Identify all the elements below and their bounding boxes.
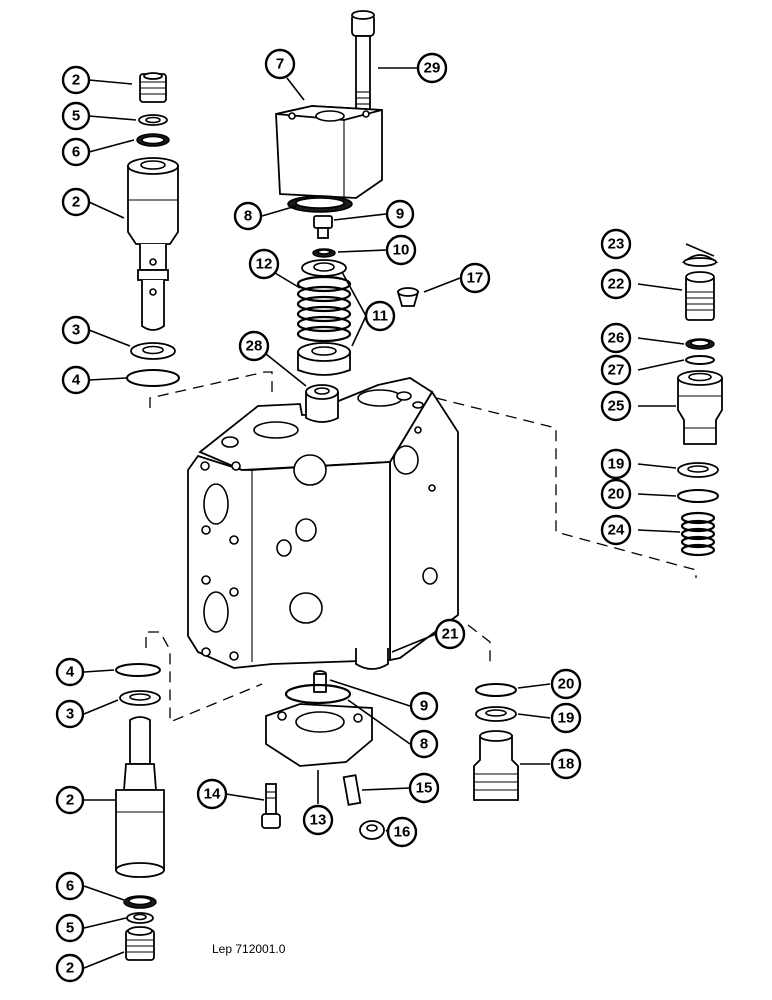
callout-17: 17 xyxy=(459,262,491,294)
right-side-parts xyxy=(677,254,723,557)
svg-text:22: 22 xyxy=(608,276,625,293)
bottom-right-parts xyxy=(473,683,519,801)
callout-21: 21 xyxy=(434,618,466,650)
svg-text:27: 27 xyxy=(608,362,625,379)
svg-text:2: 2 xyxy=(72,194,80,211)
callouts: 2 5 6 2 3 4 7 29 8 9 10 12 17 11 28 23 2… xyxy=(55,48,632,983)
callout-3: 3 xyxy=(55,699,85,729)
svg-text:29: 29 xyxy=(424,60,441,77)
svg-text:15: 15 xyxy=(416,780,433,797)
valve-body xyxy=(187,377,459,670)
callout-13: 13 xyxy=(302,804,334,836)
callout-23: 23 xyxy=(600,228,632,260)
svg-text:19: 19 xyxy=(558,710,575,727)
svg-text:5: 5 xyxy=(72,108,80,125)
callout-18: 18 xyxy=(550,748,582,780)
callout-6: 6 xyxy=(55,871,85,901)
callout-19: 19 xyxy=(600,448,632,480)
callout-29: 29 xyxy=(416,52,448,84)
svg-text:6: 6 xyxy=(66,878,74,895)
callout-2: 2 xyxy=(55,953,85,983)
callout-28: 28 xyxy=(238,330,270,362)
callout-6: 6 xyxy=(61,137,91,167)
callout-9: 9 xyxy=(409,691,439,721)
callout-10: 10 xyxy=(385,234,417,266)
svg-text:9: 9 xyxy=(396,206,404,223)
callout-2: 2 xyxy=(61,65,91,95)
callout-24: 24 xyxy=(600,514,632,546)
svg-text:24: 24 xyxy=(608,522,625,539)
callout-25: 25 xyxy=(600,390,632,422)
svg-text:3: 3 xyxy=(66,706,74,723)
callout-14: 14 xyxy=(196,778,228,810)
left-top-parts xyxy=(126,72,180,387)
svg-text:26: 26 xyxy=(608,330,625,347)
callout-20: 20 xyxy=(550,668,582,700)
callout-7: 7 xyxy=(264,48,296,80)
callout-16: 16 xyxy=(386,816,418,848)
svg-text:23: 23 xyxy=(608,236,625,253)
svg-text:2: 2 xyxy=(66,960,74,977)
bottom-left-parts xyxy=(115,663,165,961)
callout-15: 15 xyxy=(408,772,440,804)
svg-text:5: 5 xyxy=(66,920,74,937)
callout-4: 4 xyxy=(61,365,91,395)
svg-text:20: 20 xyxy=(608,486,625,503)
svg-text:12: 12 xyxy=(256,256,273,273)
top-center-parts xyxy=(275,10,420,376)
callout-8: 8 xyxy=(233,201,263,231)
svg-text:8: 8 xyxy=(420,736,428,753)
svg-text:19: 19 xyxy=(608,456,625,473)
callout-20: 20 xyxy=(600,478,632,510)
svg-text:2: 2 xyxy=(72,72,80,89)
svg-text:10: 10 xyxy=(393,242,410,259)
svg-text:16: 16 xyxy=(394,824,411,841)
callout-12: 12 xyxy=(248,248,280,280)
callout-27: 27 xyxy=(600,354,632,386)
svg-text:4: 4 xyxy=(72,372,81,389)
callout-9: 9 xyxy=(385,199,415,229)
callout-2: 2 xyxy=(55,785,85,815)
alignment-dashed-lines xyxy=(145,371,697,723)
callout-22: 22 xyxy=(600,268,632,300)
callout-5: 5 xyxy=(55,913,85,943)
svg-text:17: 17 xyxy=(467,270,484,287)
callout-19: 19 xyxy=(550,702,582,734)
leader-lines xyxy=(83,67,715,969)
svg-text:21: 21 xyxy=(442,626,459,643)
svg-text:6: 6 xyxy=(72,144,80,161)
callout-5: 5 xyxy=(61,101,91,131)
callout-11: 11 xyxy=(364,300,396,332)
svg-text:13: 13 xyxy=(310,812,327,829)
svg-text:4: 4 xyxy=(66,664,75,681)
svg-text:11: 11 xyxy=(372,308,388,325)
svg-text:9: 9 xyxy=(420,698,428,715)
svg-text:20: 20 xyxy=(558,676,575,693)
bottom-center-parts xyxy=(261,670,385,840)
callout-2: 2 xyxy=(61,187,91,217)
callout-3: 3 xyxy=(61,315,91,345)
svg-text:7: 7 xyxy=(276,56,284,73)
callout-26: 26 xyxy=(600,322,632,354)
svg-text:14: 14 xyxy=(204,786,221,803)
svg-text:3: 3 xyxy=(72,322,80,339)
svg-text:2: 2 xyxy=(66,792,74,809)
drawing-reference-label: Lep 712001.0 xyxy=(212,942,286,956)
svg-text:8: 8 xyxy=(244,208,252,225)
callout-8: 8 xyxy=(409,729,439,759)
svg-text:25: 25 xyxy=(608,398,625,415)
svg-text:28: 28 xyxy=(246,338,263,355)
svg-text:18: 18 xyxy=(558,756,575,773)
callout-4: 4 xyxy=(55,657,85,687)
